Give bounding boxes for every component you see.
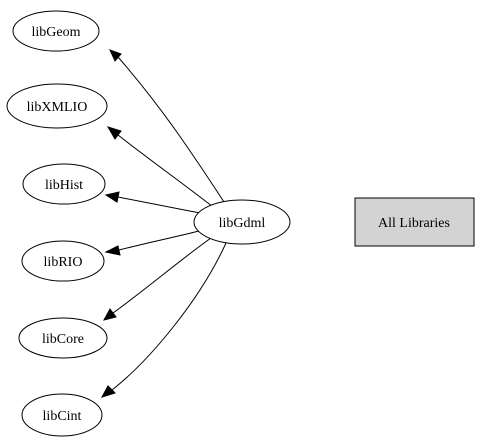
node-libxmlio: libXMLIO bbox=[6, 83, 108, 129]
edge-libgdml-libhist-arrowhead bbox=[104, 191, 120, 203]
node-libgdml: libGdml bbox=[193, 199, 291, 245]
edge-libgdml-librio-arrowhead bbox=[104, 245, 121, 256]
node-libhist-shape bbox=[22, 163, 106, 205]
edges bbox=[100, 49, 227, 398]
node-libgdml-label: libGdml bbox=[219, 216, 266, 231]
node-libcint: libCint bbox=[21, 393, 103, 437]
edge-libgdml-libcore bbox=[112, 237, 212, 314]
edge-libgdml-libgeom bbox=[117, 56, 227, 206]
node-librio: libRIO bbox=[21, 240, 105, 282]
edge-libgdml-libxmlio-arrowhead bbox=[106, 126, 122, 140]
node-libcore-shape bbox=[18, 317, 108, 359]
node-libgeom-label: libGeom bbox=[32, 25, 81, 40]
all-libraries-link[interactable]: All Libraries bbox=[354, 197, 475, 247]
node-libgdml-shape bbox=[193, 199, 291, 245]
node-libxmlio-label: libXMLIO bbox=[27, 100, 88, 115]
edge-libgdml-libcint bbox=[111, 242, 227, 391]
node-libcint-shape bbox=[21, 393, 103, 437]
node-libxmlio-shape bbox=[6, 83, 108, 129]
edge-libgdml-libcint-arrowhead bbox=[100, 385, 116, 398]
node-librio-shape bbox=[21, 240, 105, 282]
edge-libgdml-libhist bbox=[117, 196, 206, 215]
edge-libgdml-librio bbox=[118, 230, 200, 251]
node-libhist: libHist bbox=[22, 163, 106, 205]
node-librio-label: libRIO bbox=[44, 255, 83, 270]
all-libraries-box[interactable] bbox=[354, 197, 475, 247]
edge-libgdml-libcore-arrowhead bbox=[103, 308, 117, 321]
node-libcint-label: libCint bbox=[43, 409, 82, 424]
node-libcore-label: libCore bbox=[42, 332, 84, 347]
all-libraries-label: All Libraries bbox=[378, 216, 450, 231]
node-libgeom: libGeom bbox=[12, 10, 100, 52]
node-libcore: libCore bbox=[18, 317, 108, 359]
node-libgeom-shape bbox=[12, 10, 100, 52]
edge-libgdml-libxmlio bbox=[117, 134, 218, 211]
edge-libgdml-libgeom-arrowhead bbox=[109, 49, 122, 62]
node-libhist-label: libHist bbox=[45, 178, 83, 193]
